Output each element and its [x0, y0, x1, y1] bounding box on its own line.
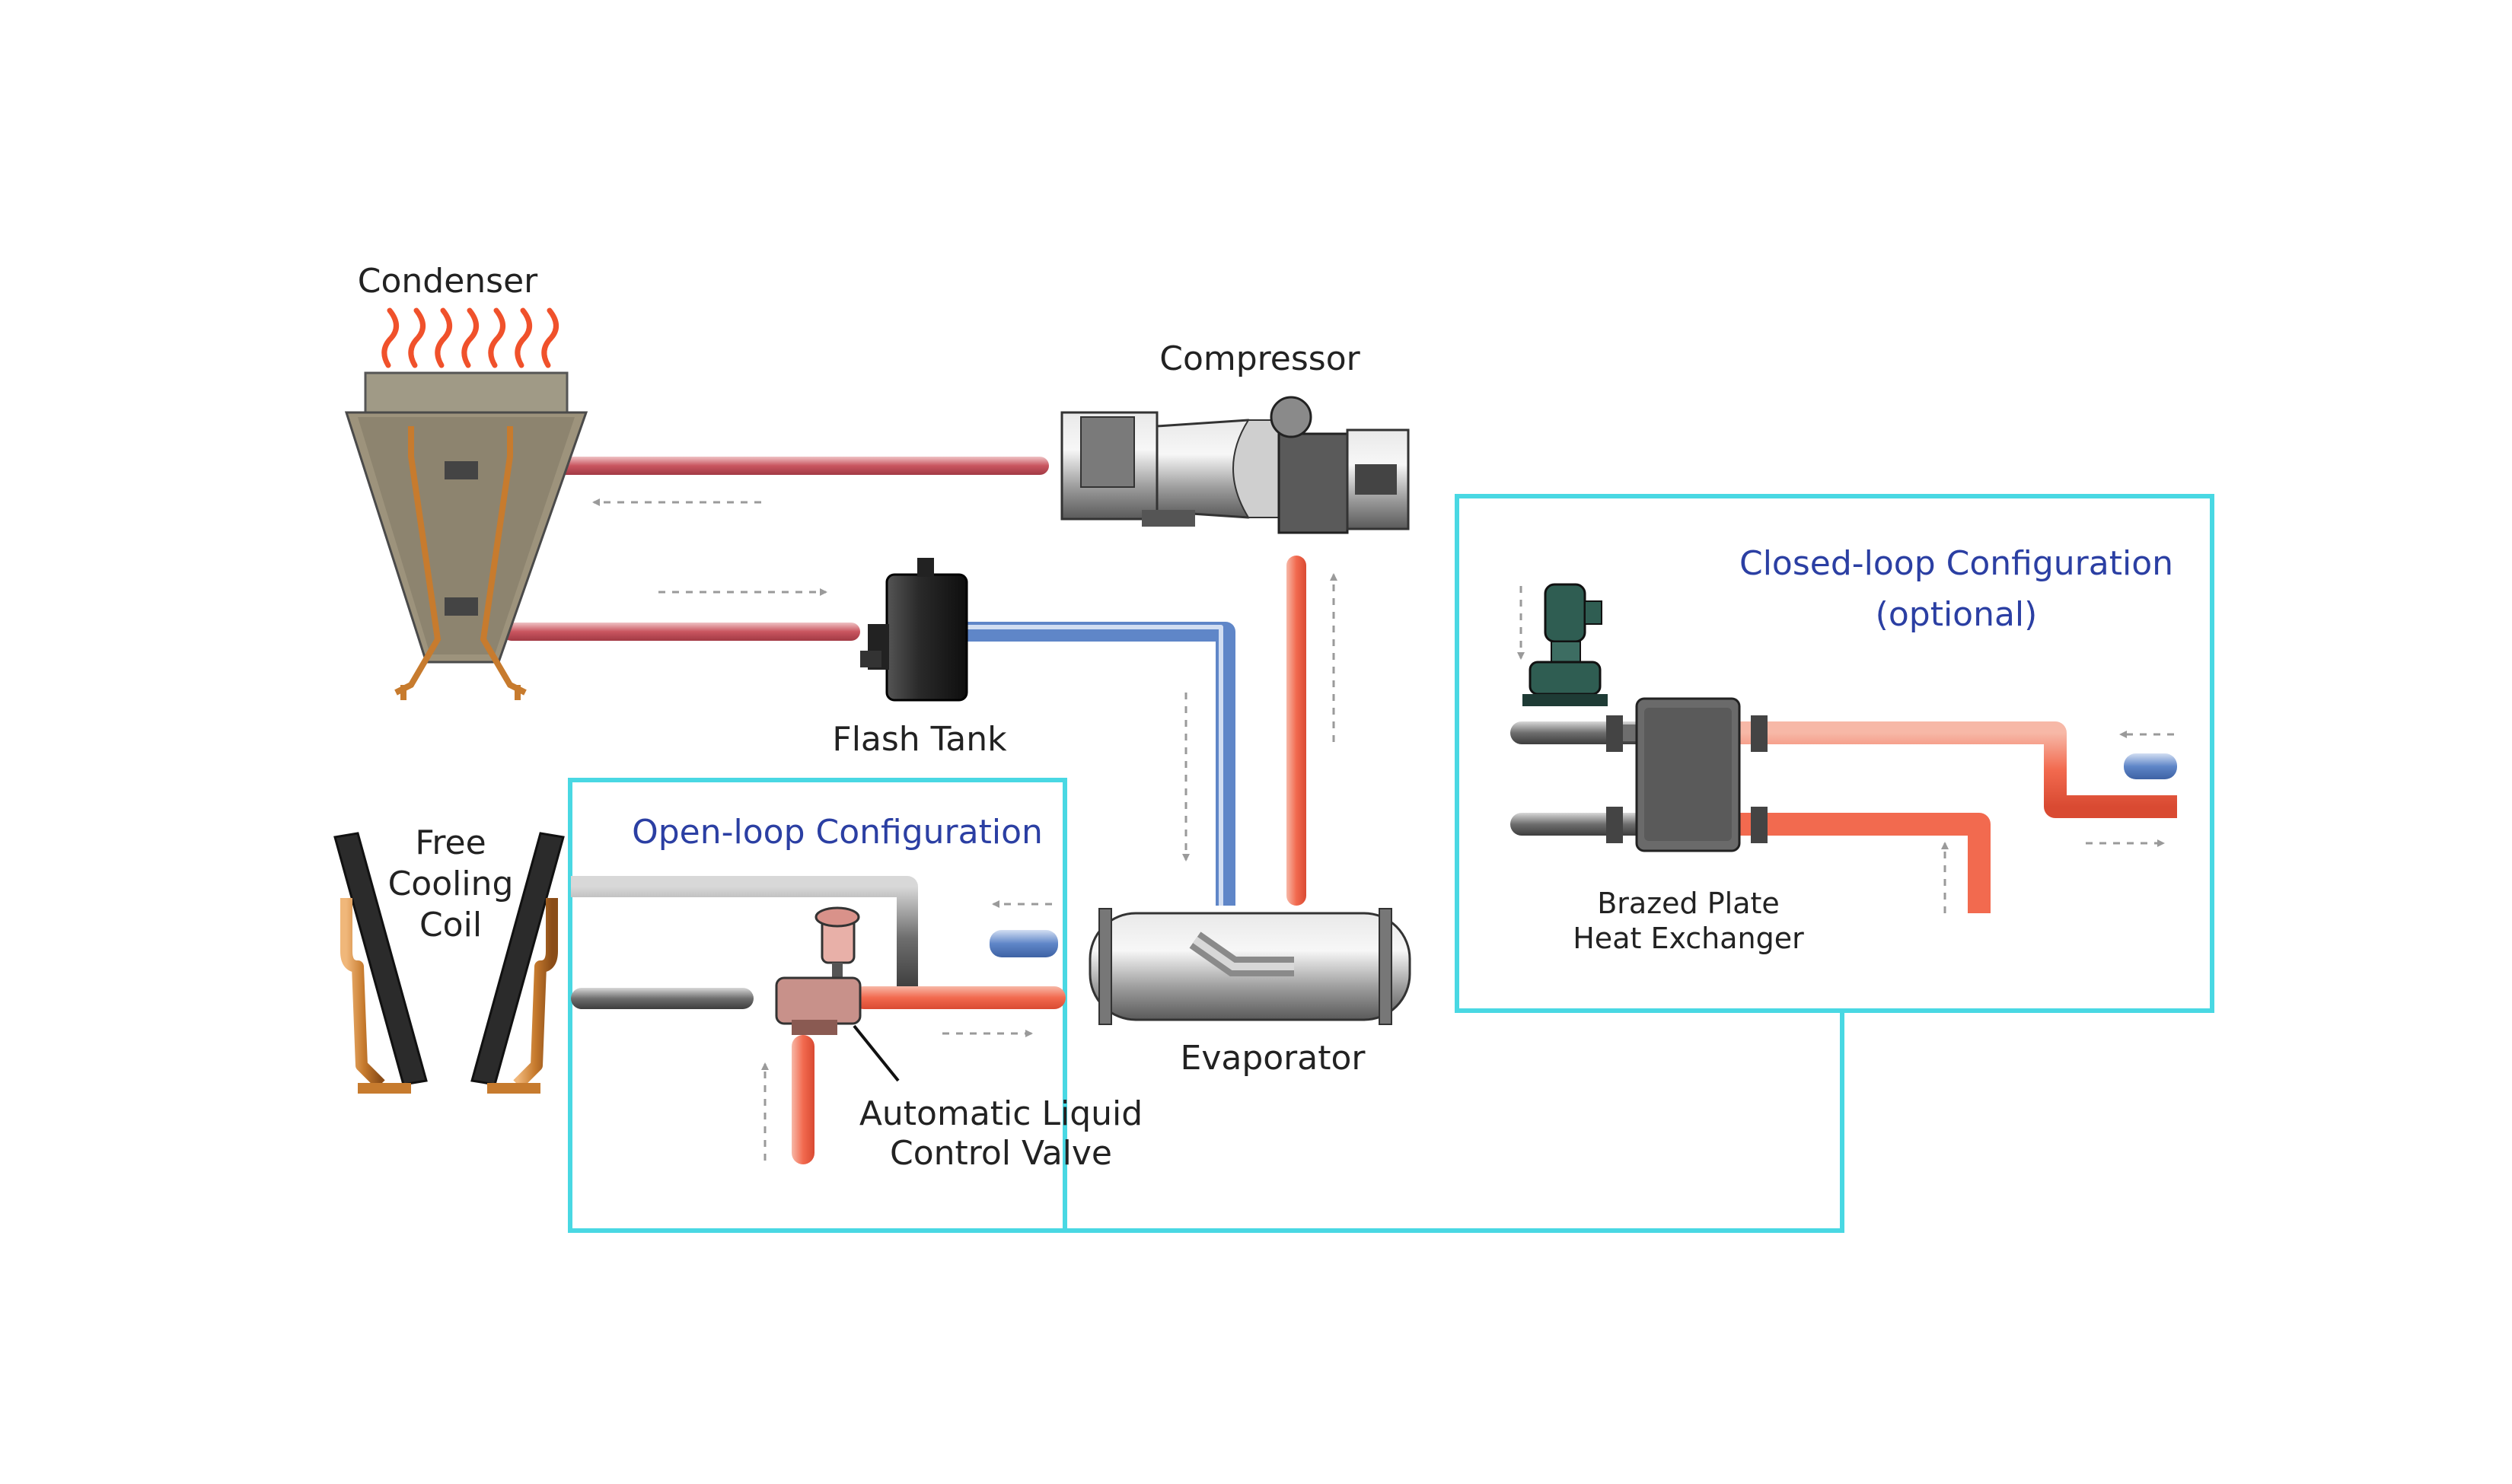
compressor-icon — [1060, 396, 1410, 534]
closed-loop-box — [1455, 494, 2214, 1013]
free-cooling-coil-label-2: Cooling — [388, 865, 514, 903]
closed-loop-label-1: Closed-loop Configuration — [1739, 544, 2173, 583]
open-loop-box — [568, 778, 1067, 1233]
evaporator-icon — [1089, 908, 1411, 1025]
heat-exchanger-label-2: Heat Exchanger — [1573, 922, 1804, 955]
evaporator-to-compressor-line — [1286, 556, 1306, 906]
refrigerant-pipes — [502, 457, 1306, 906]
free-cooling-coil-label-3: Coil — [419, 906, 482, 944]
valve-leader-line — [853, 1024, 900, 1082]
flame-icon — [381, 307, 559, 368]
free-cooling-coil-icon — [333, 832, 565, 1094]
heat-exchanger-label-1: Brazed Plate — [1597, 887, 1780, 920]
closed-loop-label-2: (optional) — [1876, 595, 2038, 634]
valve-label-2: Control Valve — [890, 1134, 1112, 1173]
closed-loop-frame — [1065, 494, 2214, 1233]
closed-loop-connector — [1065, 1011, 1844, 1233]
flash-tank-label: Flash Tank — [832, 720, 1007, 759]
open-loop-label: Open-loop Configuration — [632, 813, 1043, 852]
free-cooling-coil-label-1: Free — [415, 823, 486, 862]
pump-icon — [1522, 583, 1608, 706]
open-loop-pipes — [571, 876, 1066, 1164]
condenser-label: Condenser — [358, 262, 538, 301]
suction-line — [967, 622, 1235, 906]
open-loop-frame — [568, 778, 1067, 1233]
flow-arrows — [592, 498, 2174, 1161]
heat-exchanger-icon — [1606, 697, 1768, 852]
liquid-line — [502, 623, 860, 641]
control-valve-icon — [775, 906, 862, 1035]
compressor-label: Compressor — [1159, 339, 1360, 378]
valve-label-1: Automatic Liquid — [859, 1094, 1143, 1133]
condenser-icon — [344, 307, 588, 700]
flash-tank-icon — [860, 558, 968, 702]
evaporator-label: Evaporator — [1181, 1039, 1366, 1078]
hot-gas-line — [556, 457, 1049, 475]
